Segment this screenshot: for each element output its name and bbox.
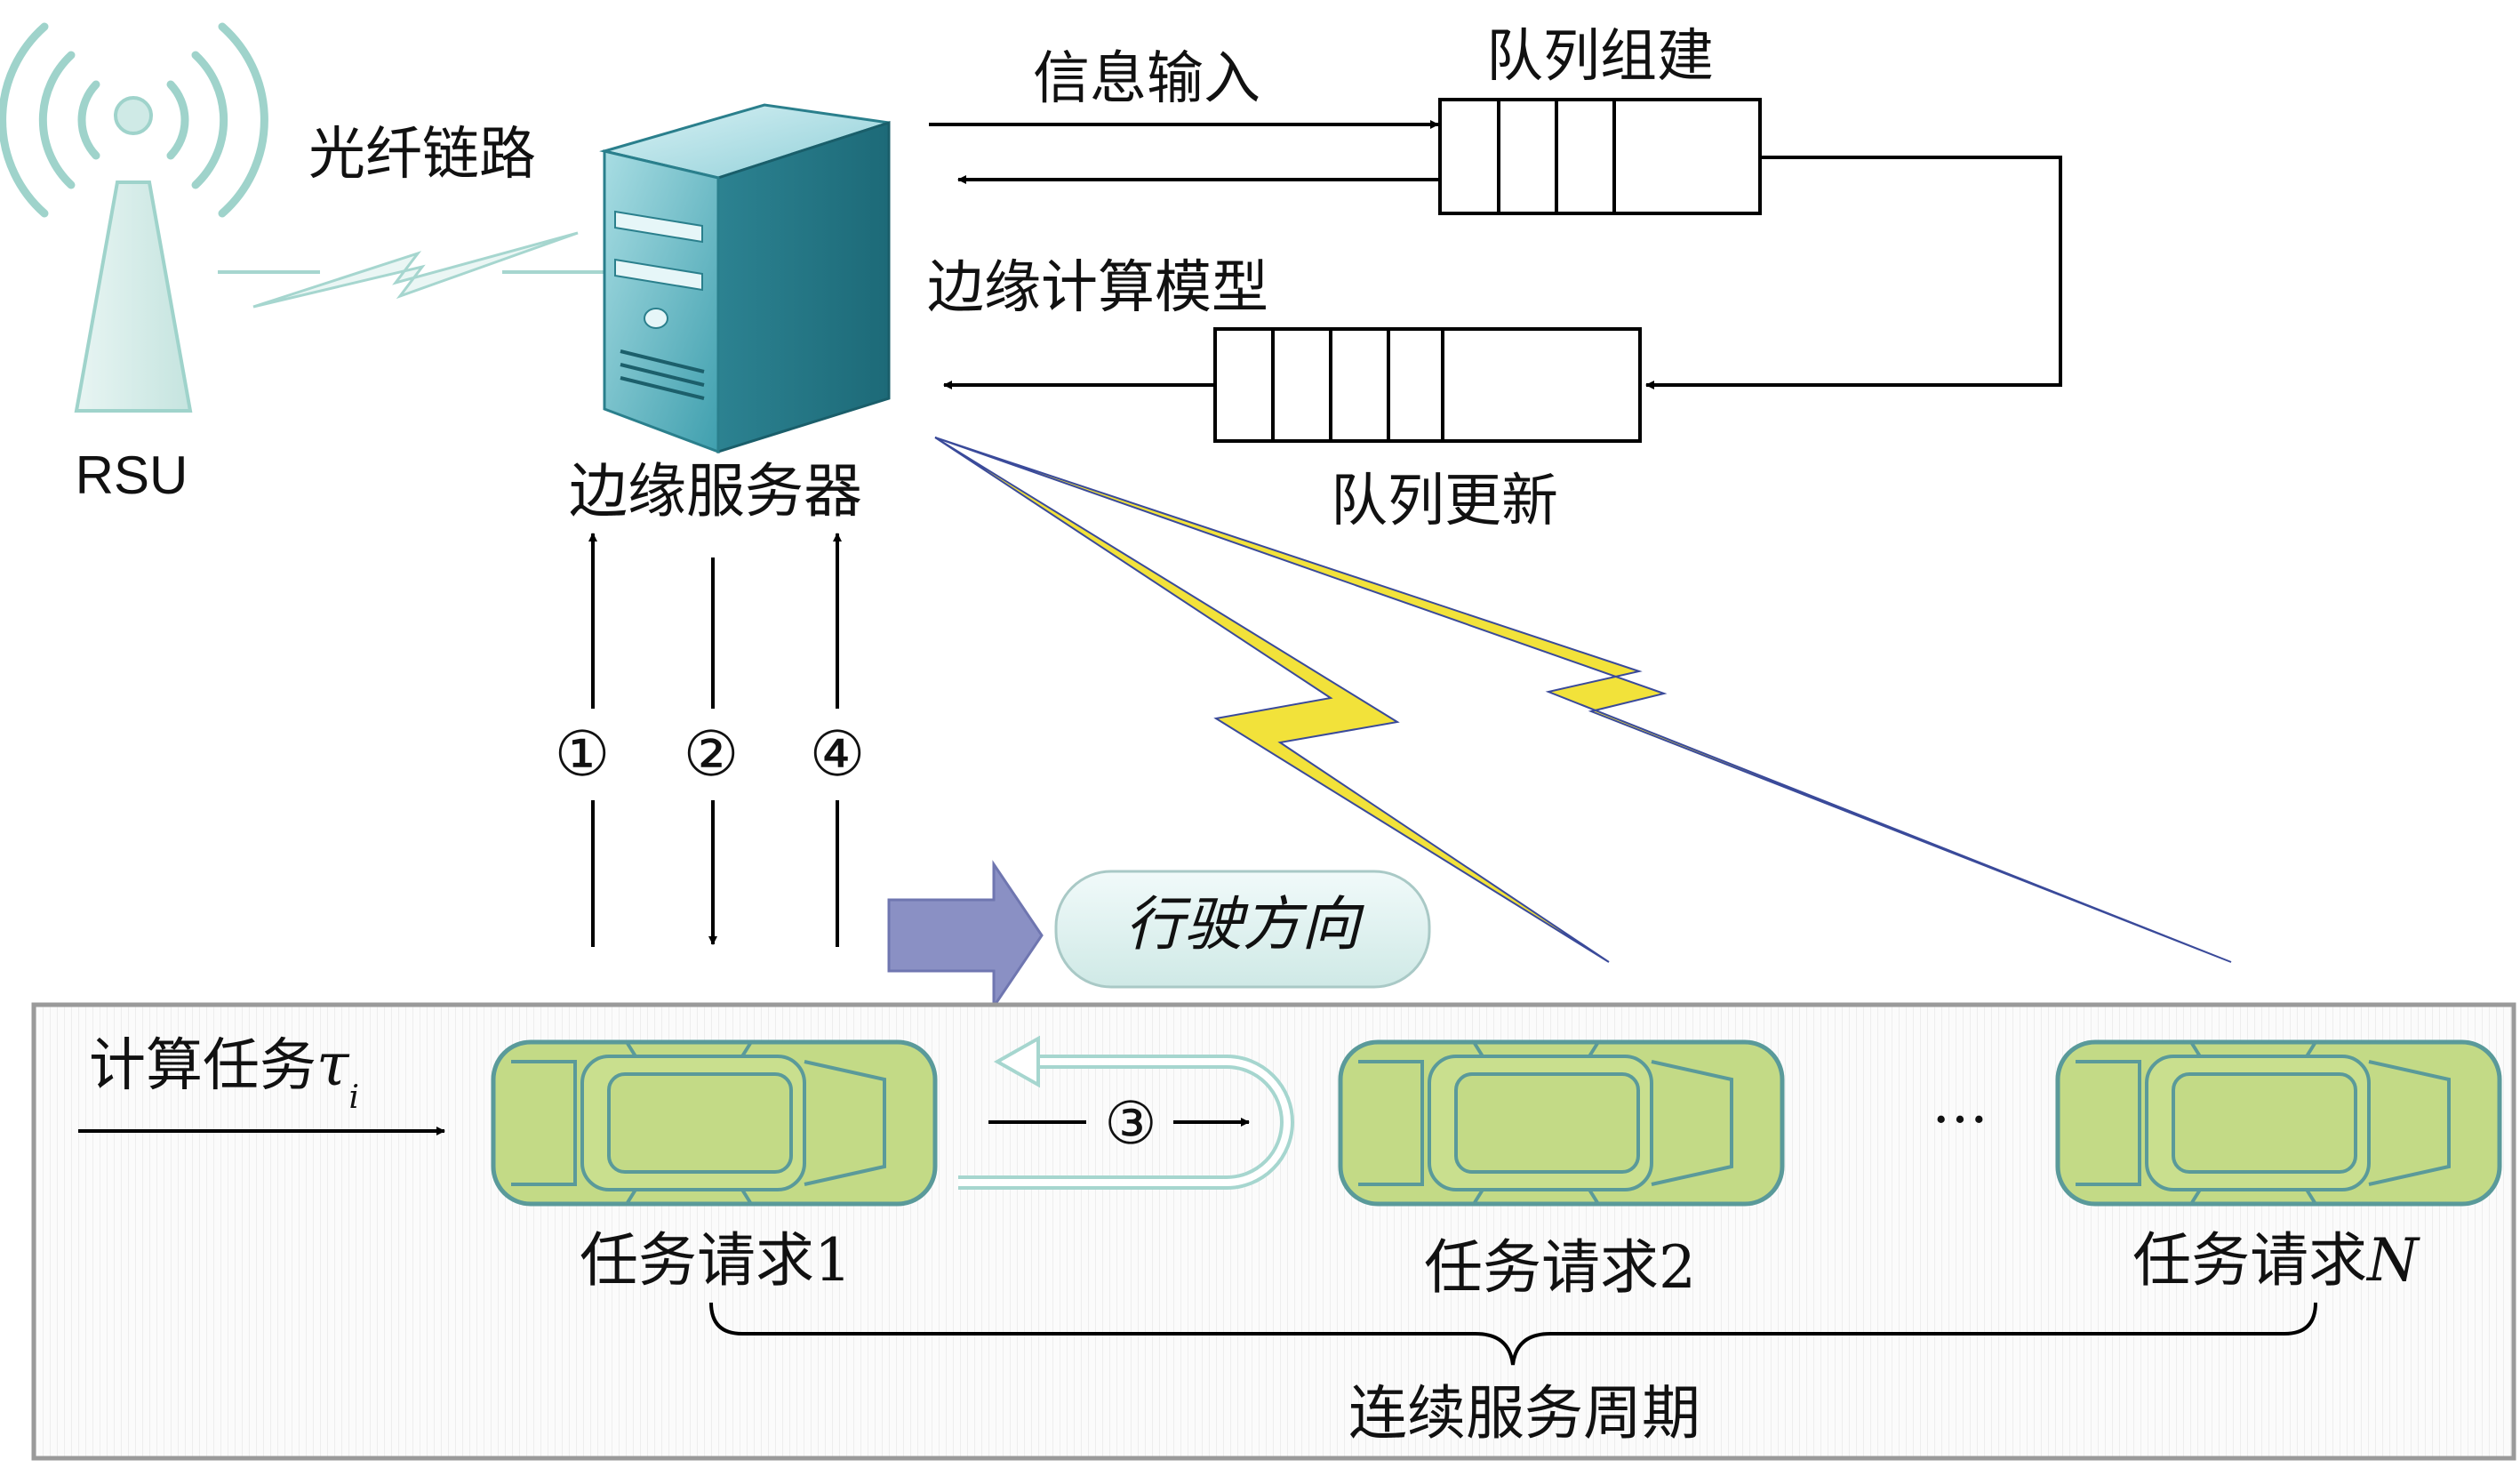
car-1-icon [491,1039,938,1207]
ellipsis-label: … [1932,1071,1988,1136]
service-period-brace [709,1302,2317,1366]
u-turn-arrow-icon [958,1035,1294,1190]
step3-label: ③ [1104,1089,1156,1158]
compute-task-subscript: i [349,1079,360,1116]
rsu-label: RSU [76,445,188,505]
queue-build-box [1438,98,1762,215]
compute-task-symbol: τ [316,1031,350,1099]
step4-label: ④ [810,718,866,790]
task-request-1-label: 任务请求1 [580,1226,852,1295]
queue-build-label: 队列组建 [1486,24,1714,90]
compute-task-text: 计算任务 [89,1033,316,1099]
edge-model-label: 边缘计算模型 [927,255,1268,321]
fiber-link-label: 光纤链路 [308,122,536,188]
edge-server-label: 边缘服务器 [569,457,862,525]
car-2-icon [1338,1039,1785,1207]
wireless-link-2-icon [934,437,2232,963]
compute-task-label: 计算任务τi [89,1031,359,1116]
wireless-link-1-icon [934,437,1610,963]
step1-label: ① [555,718,611,790]
driving-direction-bubble [1054,870,1431,989]
queue-update-label: 队列更新 [1331,469,1558,534]
task-request-n-label: 任务请求N [2132,1226,2420,1295]
rsu-tower-icon [0,22,268,413]
task-request-2-label: 任务请求2 [1424,1233,1696,1302]
step2-label: ② [684,718,740,790]
car-n-icon [2055,1039,2502,1207]
queue-update-box [1213,327,1642,443]
task-request-n-prefix: 任务请求 [2132,1226,2367,1295]
fiber-link-icon [218,231,604,309]
edge-server-icon [599,103,891,454]
continuous-service-label: 连续服务周期 [1348,1379,1700,1448]
info-input-label: 信息输入 [1033,46,1260,112]
queue-connector-line [1645,156,2062,389]
driving-direction-arrow-icon [887,860,1044,1011]
task-request-n-var: N [2365,1226,2420,1295]
driving-direction-label: 行驶方向 [1125,890,1364,959]
